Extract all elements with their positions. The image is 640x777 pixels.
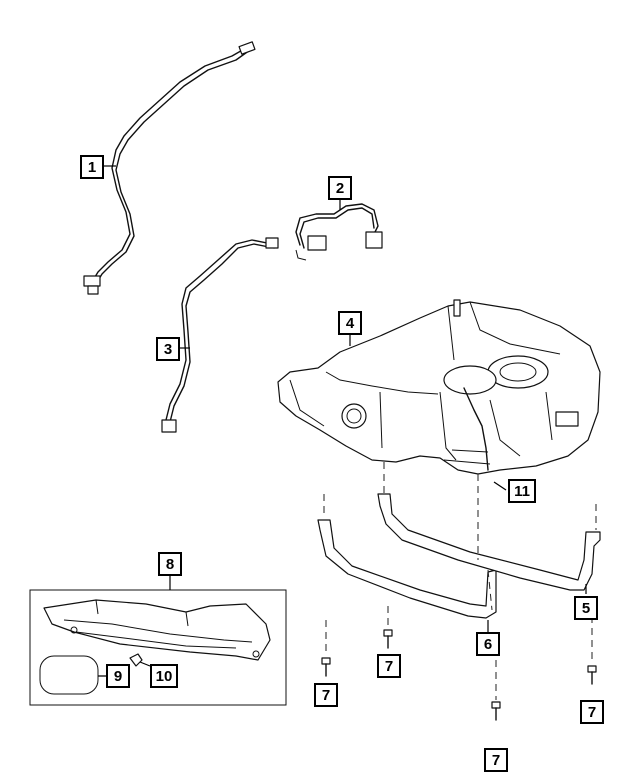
wiring-harness-2 xyxy=(295,203,383,261)
callout-7a: 7 xyxy=(314,683,338,707)
fuel-tank-4 xyxy=(277,299,601,475)
callout-7c: 7 xyxy=(484,748,508,772)
callout-4: 4 xyxy=(338,311,362,335)
callout-6: 6 xyxy=(476,632,500,656)
group-frame-8 xyxy=(29,589,287,706)
bolt-7c xyxy=(491,701,501,721)
heat-shield-8 xyxy=(43,599,271,661)
callout-7d: 7 xyxy=(580,700,604,724)
callout-1: 1 xyxy=(80,155,104,179)
callout-10: 10 xyxy=(150,664,178,688)
tank-strap-5 xyxy=(377,493,601,591)
callout-5: 5 xyxy=(574,596,598,620)
fuel-line-1 xyxy=(83,41,256,295)
callout-2: 2 xyxy=(328,176,352,200)
bolt-7d xyxy=(587,665,597,685)
bolt-7a xyxy=(321,657,331,677)
callout-8: 8 xyxy=(158,552,182,576)
pad-9 xyxy=(39,655,99,695)
callout-9: 9 xyxy=(106,664,130,688)
bolt-7b xyxy=(383,629,393,649)
callout-3: 3 xyxy=(156,337,180,361)
fuel-line-3 xyxy=(161,237,279,433)
callout-7b: 7 xyxy=(377,654,401,678)
clip-10 xyxy=(129,653,143,667)
callout-11: 11 xyxy=(508,479,536,503)
